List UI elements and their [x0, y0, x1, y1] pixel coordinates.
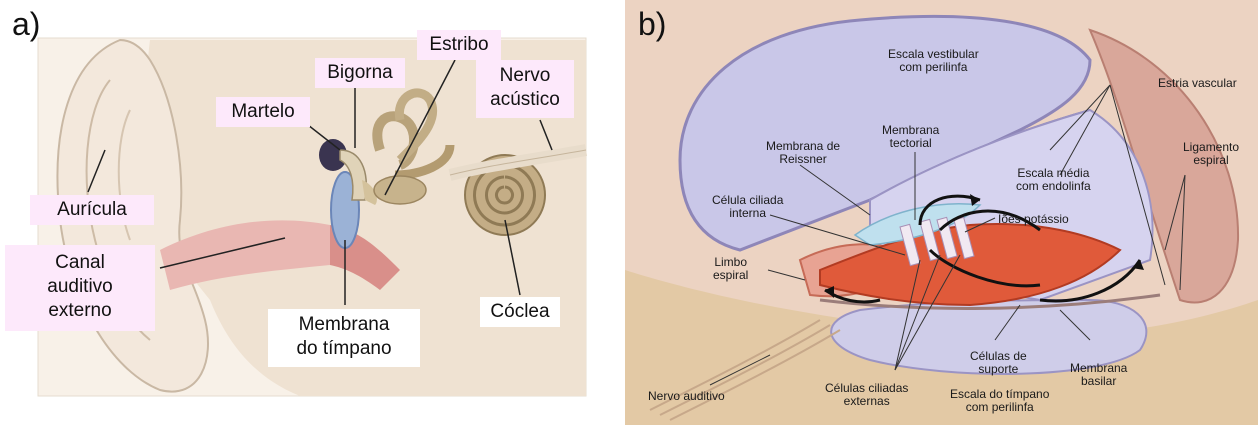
label-celula-ciliada-interna: Célula ciliada interna [712, 194, 783, 220]
label-membrana-line2: do tímpano [274, 337, 414, 361]
label-membrana-tectorial-2: tectorial [882, 137, 939, 150]
panel-b-letter: b) [638, 6, 666, 43]
label-limbo-2: espiral [713, 269, 748, 282]
label-limbo-espiral: Limbo espiral [713, 256, 748, 282]
label-escala-timpano-2: com perilinfa [950, 401, 1049, 414]
label-canal-line3: externo [11, 299, 149, 323]
label-nervo-acustico: Nervo acústico [476, 60, 574, 118]
label-escala-media-2: com endolinfa [1016, 180, 1091, 193]
panel-a-letter: a) [12, 6, 40, 43]
label-nervo-line1: Nervo [482, 64, 568, 88]
label-membrana-reissner: Membrana de Reissner [766, 140, 840, 166]
label-auricula: Aurícula [30, 195, 154, 225]
label-coclea: Cóclea [480, 297, 560, 327]
label-estribo: Estribo [417, 30, 501, 60]
label-ligamento-2: espiral [1183, 154, 1239, 167]
label-membrana-basilar-2: basilar [1070, 375, 1127, 388]
label-celulas-suporte: Células de suporte [970, 350, 1027, 376]
label-celulas-externas-2: externas [825, 395, 908, 408]
cochlea-cross-section-panel: b) Escala vestibular com perilinfa Estri… [620, 0, 1258, 425]
label-escala-vestibular: Escala vestibular com perilinfa [888, 48, 979, 74]
label-nervo-line2: acústico [482, 88, 568, 112]
label-membrana-timpano: Membrana do tímpano [268, 309, 420, 367]
label-celulas-ciliadas-externas: Células ciliadas externas [825, 382, 908, 408]
label-membrana-tectorial: Membrana tectorial [882, 124, 939, 150]
ear-anatomy-panel: a) Estribo Bigorna Nervo acústico Martel… [0, 0, 610, 425]
label-escala-vestibular-2: com perilinfa [888, 61, 979, 74]
label-ioes-potassio: Iões potássio [998, 213, 1069, 226]
label-escala-media: Escala média com endolinfa [1016, 167, 1091, 193]
label-martelo: Martelo [216, 97, 310, 127]
label-canal-line2: auditivo [11, 275, 149, 299]
label-membrana-line1: Membrana [274, 313, 414, 337]
label-celulas-suporte-2: suporte [970, 363, 1027, 376]
label-canal-line1: Canal [11, 251, 149, 275]
label-nervo-auditivo: Nervo auditivo [648, 390, 725, 403]
label-ligamento-espiral: Ligamento espiral [1183, 141, 1239, 167]
label-membrana-reissner-2: Reissner [766, 153, 840, 166]
label-canal-auditivo-externo: Canal auditivo externo [5, 245, 155, 331]
label-bigorna: Bigorna [315, 58, 405, 88]
label-estria-vascular: Estria vascular [1158, 77, 1237, 90]
label-escala-timpano: Escala do tímpano com perilinfa [950, 388, 1049, 414]
label-celula-interna-2: interna [712, 207, 783, 220]
label-membrana-basilar: Membrana basilar [1070, 362, 1127, 388]
